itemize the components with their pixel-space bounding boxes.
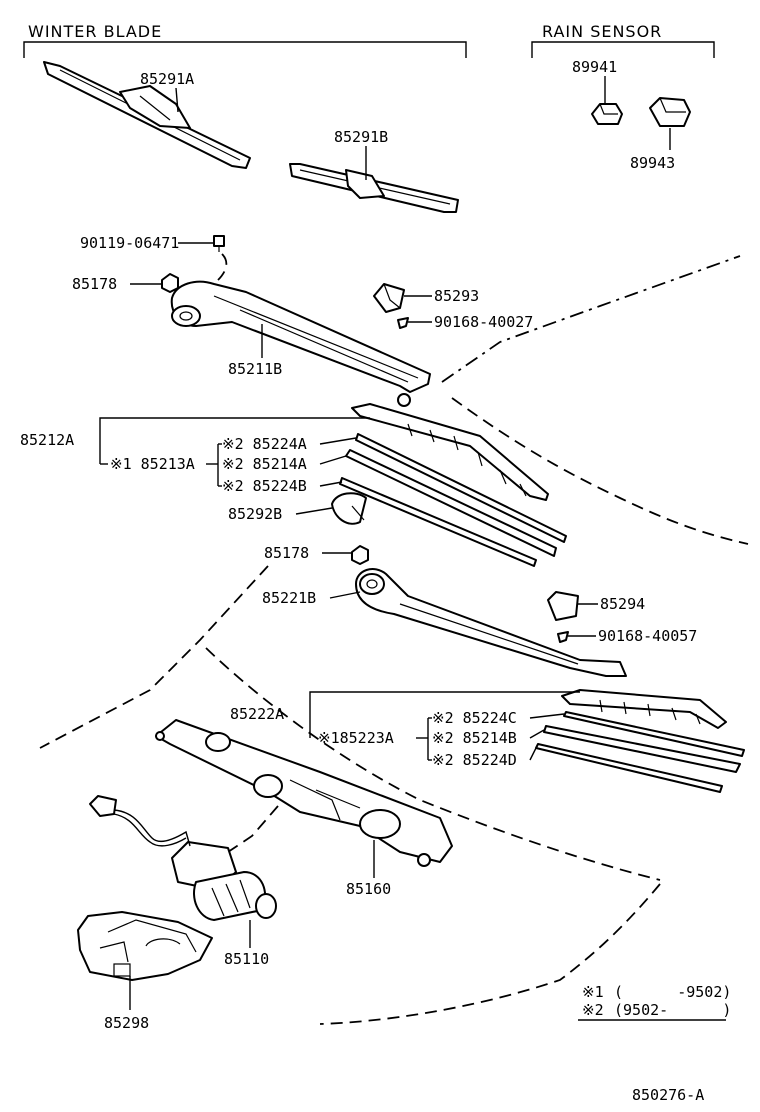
screw-90168-40027 bbox=[397, 317, 409, 329]
label-85212a: 85212A bbox=[20, 431, 74, 449]
rubber-85224b bbox=[339, 477, 537, 567]
motor-cover-85298 bbox=[77, 911, 213, 981]
winter-blade-85291b bbox=[289, 163, 459, 213]
label-85224d: ※2 85224D bbox=[432, 751, 517, 769]
rubber-85214a bbox=[345, 449, 557, 557]
note-legend: ※1 ( -9502) ※2 (9502- ) bbox=[578, 983, 731, 1021]
label-85213a: ※1 85213A bbox=[110, 455, 195, 473]
label-90119-06471: 90119-06471 bbox=[80, 234, 179, 252]
note2-mark: ※2 bbox=[582, 1001, 604, 1019]
label-85291a: 85291A bbox=[140, 70, 194, 88]
label-85292b: 85292B bbox=[228, 505, 282, 523]
label-89943: 89943 bbox=[630, 154, 675, 172]
part-labels: 85291A 85291B 89941 89943 90119-06471 85… bbox=[20, 58, 697, 1032]
figure-id: 850276-A bbox=[632, 1086, 704, 1104]
windshield-edge-upper bbox=[441, 255, 741, 383]
label-85178-lower: 85178 bbox=[264, 544, 309, 562]
label-85223a: ※185223A bbox=[318, 729, 394, 747]
label-85222a: 85222A bbox=[230, 705, 284, 723]
cover-85293 bbox=[373, 283, 405, 313]
label-85224b: ※2 85224B bbox=[222, 477, 307, 495]
blade-85212a bbox=[351, 403, 549, 501]
body-edge-bottom bbox=[319, 883, 661, 1025]
winter-blade-85291a bbox=[43, 61, 251, 169]
rubber-85224a bbox=[355, 433, 567, 543]
label-85294: 85294 bbox=[600, 595, 645, 613]
bolt-90119-06471 bbox=[213, 235, 225, 252]
label-85214a: ※2 85214A bbox=[222, 455, 307, 473]
leader-lines bbox=[99, 76, 671, 1010]
svg-text:RAIN SENSOR: RAIN SENSOR bbox=[542, 22, 662, 41]
label-85110: 85110 bbox=[224, 950, 269, 968]
label-85160: 85160 bbox=[346, 880, 391, 898]
wiper-arm-85221b bbox=[355, 568, 627, 677]
label-85221b: 85221B bbox=[262, 589, 316, 607]
label-85211b: 85211B bbox=[228, 360, 282, 378]
rain-sensor-89941 bbox=[591, 103, 623, 125]
nut-85178-lower bbox=[351, 545, 369, 565]
wiper-arm-85211b bbox=[170, 280, 431, 407]
label-85178-upper: 85178 bbox=[72, 275, 117, 293]
guide-line bbox=[217, 253, 228, 281]
label-90168-40027: 90168-40027 bbox=[434, 313, 533, 331]
label-85224c: ※2 85224C bbox=[432, 709, 517, 727]
cover-85294 bbox=[547, 591, 579, 621]
label-85291b: 85291B bbox=[334, 128, 388, 146]
link-85160 bbox=[155, 719, 453, 867]
body-edge-left bbox=[39, 565, 269, 749]
motor-connector bbox=[89, 795, 191, 847]
cap-85292b bbox=[331, 492, 367, 525]
note2-text: (9502- ) bbox=[614, 1001, 731, 1019]
label-85298: 85298 bbox=[104, 1014, 149, 1032]
windshield-edge-right bbox=[451, 397, 749, 545]
wiper-motor-85110 bbox=[171, 841, 277, 921]
winter-blade-header: WINTER BLADE bbox=[23, 22, 467, 58]
label-85293: 85293 bbox=[434, 287, 479, 305]
note1-text: ( -9502) bbox=[614, 983, 731, 1001]
rubber-85224c bbox=[563, 711, 745, 757]
rubber-85214b bbox=[543, 725, 741, 773]
nut-85178-upper bbox=[161, 273, 179, 293]
svg-text:WINTER BLADE: WINTER BLADE bbox=[28, 22, 162, 41]
rubber-85224d bbox=[535, 743, 723, 793]
label-85214b: ※2 85214B bbox=[432, 729, 517, 747]
label-85224a: ※2 85224A bbox=[222, 435, 307, 453]
blade-85222a bbox=[561, 689, 727, 729]
screw-90168-40057 bbox=[557, 631, 569, 643]
note1-mark: ※1 bbox=[582, 983, 604, 1001]
label-89941: 89941 bbox=[572, 58, 617, 76]
rain-sensor-89943 bbox=[649, 97, 691, 127]
rain-sensor-header: RAIN SENSOR bbox=[531, 22, 715, 58]
link-motor-guide bbox=[227, 805, 279, 853]
label-90168-40057: 90168-40057 bbox=[598, 627, 697, 645]
